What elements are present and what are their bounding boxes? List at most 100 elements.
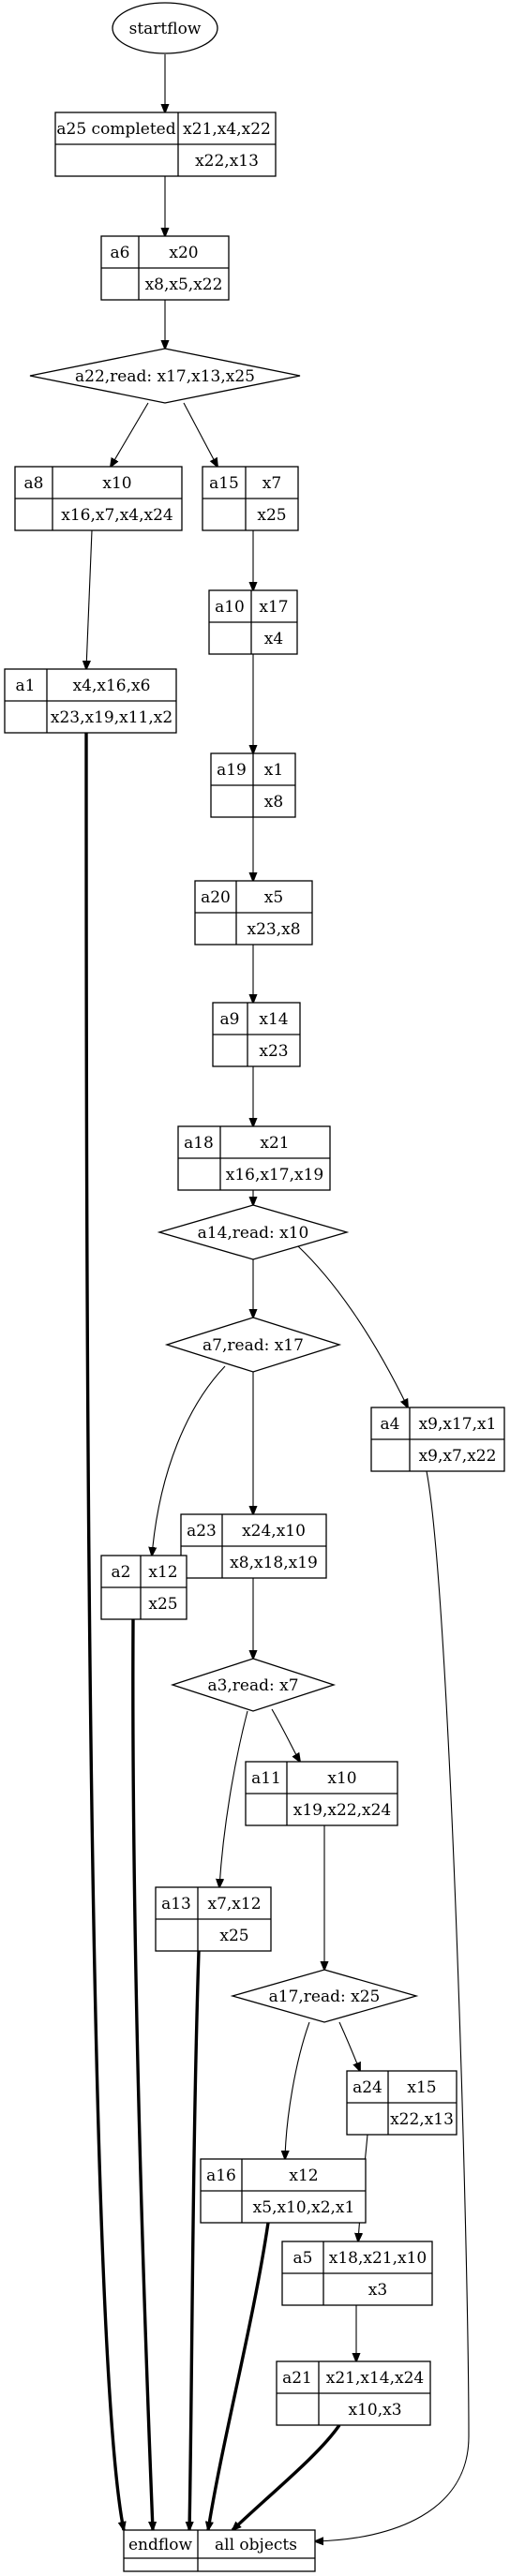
box-label: a16 [206,2167,236,2185]
box-top-vars: x12 [148,1563,177,1582]
box-bottom-vars: x25 [148,1595,177,1614]
box-a1[interactable]: a1 x4,x16,x6 x23,x19,x11,x2 [4,668,177,734]
box-a21[interactable]: a21 x21,x14,x24 x10,x3 [276,2360,431,2426]
edge-a22-a15 [183,402,218,467]
box-top-vars: x9,x17,x1 [419,1415,497,1434]
decision-label: a7,read: x17 [202,1336,304,1355]
box-label: a13 [161,1895,191,1913]
box-a20[interactable]: a20 x5 x23,x8 [194,880,313,946]
box-label: a10 [215,598,245,617]
box-a24[interactable]: a24 x15 x22,x13 [346,2070,458,2136]
box-label: a24 [352,2078,382,2097]
box-top-vars: x10 [102,474,131,493]
box-a8[interactable]: a8 x10 x16,x7,x4,x24 [14,466,183,531]
box-bottom-vars: x5,x10,x2,x1 [253,2198,355,2217]
box-a16[interactable]: a16 x12 x5,x10,x2,x1 [200,2158,367,2224]
box-label: a20 [201,888,231,907]
box-top-vars: x21,x14,x24 [326,2369,424,2388]
box-a11[interactable]: a11 x10 x19,x22,x24 [245,1761,398,1826]
box-top-vars: x10 [327,1769,356,1788]
end-node[interactable]: endflow all objects [123,2529,316,2572]
edge-a17-a16 [285,2021,310,2159]
box-bottom-vars: x19,x22,x24 [293,1801,391,1820]
decision-a14[interactable]: a14,read: x10 [157,1204,350,1260]
edge-a4-end [315,1470,470,2541]
box-top-vars: x14 [259,1010,288,1029]
end-label: endflow [128,2536,192,2554]
decision-a22[interactable]: a22,read: x17,x13,x25 [29,348,301,404]
box-bottom-vars: x9,x7,x22 [419,1447,497,1466]
decision-a7[interactable]: a7,read: x17 [164,1317,342,1373]
decision-label: a22,read: x17,x13,x25 [75,367,255,386]
box-bottom-vars: x4 [264,630,283,648]
box-top-vars: x7 [262,474,281,493]
edge-a2-end [131,1618,153,2530]
box-bottom-vars: x23,x8 [247,920,300,939]
box-top-vars: x21 [260,1134,289,1153]
edge-a14-a4 [297,1245,408,1407]
box-label: a8 [24,474,44,493]
box-top-vars: x12 [289,2167,318,2185]
box-bottom-vars: x10,x3 [348,2401,401,2420]
box-a18[interactable]: a18 x21 x16,x17,x19 [177,1125,331,1191]
end-objects-label: all objects [215,2536,297,2554]
box-bottom-vars: x16,x7,x4,x24 [61,506,172,525]
box-a13[interactable]: a13 x7,x12 x25 [155,1886,272,1952]
box-label: a2 [112,1563,131,1582]
edge-a7-a2 [152,1365,226,1556]
box-label: a19 [217,761,247,780]
edge-a3-a11 [271,1708,300,1762]
box-top-vars: x18,x21,x10 [329,2249,427,2268]
box-label: a18 [184,1134,214,1153]
edges [84,54,470,2541]
box-label: a21 [282,2369,312,2388]
box-label: a9 [220,1010,240,1029]
box-bottom-vars: x25 [257,506,286,525]
box-a9[interactable]: a9 x14 x23 [212,1002,301,1067]
box-top-vars: x15 [407,2078,436,2097]
box-bottom-vars: x8,x18,x19 [230,1554,318,1572]
box-a25[interactable]: a25 completed x21,x4,x22 x22,x13 [54,112,277,177]
box-a23[interactable]: a23 x24,x10 x8,x18,x19 [180,1513,327,1579]
box-a2[interactable]: a2 x12 x25 [100,1555,188,1620]
box-bottom-vars: x22,x13 [195,152,259,171]
box-label: a11 [251,1769,281,1788]
box-top-vars: x4,x16,x6 [73,677,151,695]
edge-a8-a1 [86,529,93,669]
box-bottom-vars: x22,x13 [390,2110,454,2129]
decision-label: a3,read: x7 [207,1676,298,1695]
box-label: a23 [187,1522,217,1541]
box-bottom-vars: x8 [264,793,283,812]
box-bottom-vars: x8,x5,x22 [145,275,223,294]
box-a15[interactable]: a15 x7 x25 [202,466,299,531]
box-top-vars: x1 [264,761,283,780]
box-bottom-vars: x16,x17,x19 [226,1166,323,1184]
box-a6[interactable]: a6 x20 x8,x5,x22 [100,235,230,301]
box-a19[interactable]: a19 x1 x8 [210,752,296,818]
box-a10[interactable]: a10 x17 x4 [208,589,298,655]
box-bottom-vars: x23,x19,x11,x2 [51,708,172,727]
box-top-vars: x21,x4,x22 [183,120,271,139]
box-label: a4 [381,1415,400,1434]
box-top-vars: x24,x10 [242,1522,306,1541]
decision-a17[interactable]: a17,read: x25 [230,1969,419,2023]
edge-a3-a13 [219,1710,248,1887]
box-label: a25 completed [56,120,175,139]
box-top-vars: x20 [169,244,198,262]
edge-a16-end [208,2222,270,2530]
box-label: a6 [111,244,130,262]
box-top-vars: x7,x12 [207,1895,261,1913]
box-label: a15 [209,474,239,493]
box-bottom-vars: x3 [368,2281,387,2300]
edge-a22-a8 [111,402,149,467]
edge-a17-a24 [338,2021,360,2071]
decision-a3[interactable]: a3,read: x7 [170,1658,337,1712]
box-a5[interactable]: a5 x18,x21,x10 x3 [281,2241,433,2306]
edge-a1-end [84,732,124,2530]
edge-a13-end [189,1950,201,2530]
box-a4[interactable]: a4 x9,x17,x1 x9,x7,x22 [370,1407,505,1472]
start-node[interactable]: startflow [112,2,218,54]
box-top-vars: x5 [264,888,283,907]
box-bottom-vars: x23 [259,1042,288,1061]
